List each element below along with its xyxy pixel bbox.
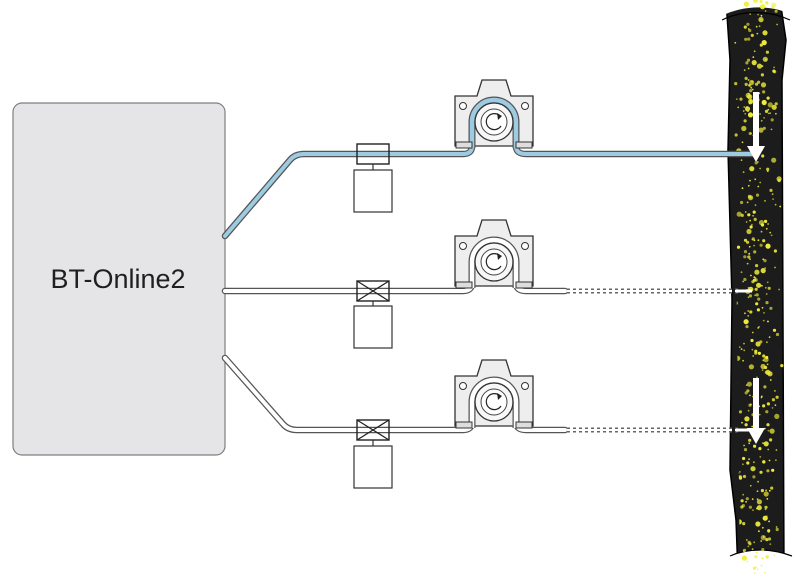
peristaltic-pump-channel-3[interactable]: [454, 359, 534, 429]
reservoir-icon: [353, 305, 393, 349]
rotation-arrow-icon: [485, 393, 502, 411]
reservoir-channel-3: [353, 440, 393, 489]
rotation-arrow-icon: [485, 113, 502, 131]
flow-arrow: [747, 378, 765, 444]
controller-unit: BT-Online2: [12, 102, 226, 456]
reservoir-icon: [353, 445, 393, 489]
peristaltic-pump-channel-2[interactable]: [454, 219, 534, 289]
reservoir-icon: [353, 169, 393, 213]
valve-channel-3[interactable]: [356, 419, 390, 441]
peristaltic-pump-channel-1[interactable]: [454, 79, 534, 149]
flow-arrow: [747, 92, 765, 162]
rotation-arrow-icon: [485, 253, 502, 271]
controller-label: BT-Online2: [50, 264, 185, 294]
reservoir-channel-2: [353, 301, 393, 349]
process-pipe-icon: [725, 0, 787, 574]
pumps: [454, 79, 534, 429]
controller-box: [12, 102, 226, 456]
flow-arrows: [747, 92, 765, 444]
process-pipe: [721, 0, 793, 574]
reservoir-channel-1: [353, 164, 393, 213]
valves: [353, 143, 393, 489]
